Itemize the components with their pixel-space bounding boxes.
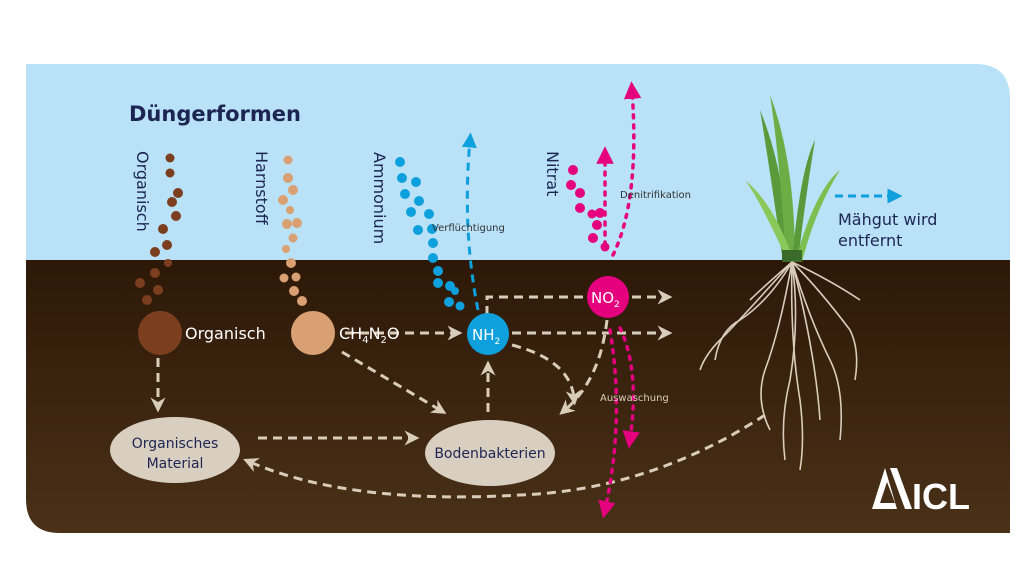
denitrification-label: Denitrifikation xyxy=(620,190,691,201)
grass-plant-icon xyxy=(699,95,861,471)
label-ammonium: Ammonium xyxy=(370,152,389,244)
label-nitrate: Nitrat xyxy=(543,151,562,196)
flow-arrows xyxy=(150,289,766,499)
organic-material-label-2: Material xyxy=(147,456,204,472)
urea-formula: CH4N2O xyxy=(339,324,400,346)
legend-line-2: entfernt xyxy=(838,231,902,250)
label-organic: Organisch xyxy=(133,151,152,232)
icl-logo-text: ICL xyxy=(912,476,970,517)
no2-node xyxy=(587,276,629,318)
organic-node-label: Organisch xyxy=(185,324,266,343)
leaching-label: Auswaschung xyxy=(600,393,669,404)
organic-material-label-1: Organisches xyxy=(132,436,219,452)
legend-line-1: Mähgut wird xyxy=(838,210,937,229)
nitrate-flows xyxy=(596,81,642,519)
soil-bacteria-label: Bodenbakterien xyxy=(434,446,545,462)
urea-node xyxy=(291,311,335,355)
label-urea: Harnstoff xyxy=(252,151,271,226)
organic-node xyxy=(138,311,182,355)
volatilization-label: Verflüchtigung xyxy=(432,223,505,234)
soil-area xyxy=(26,260,1010,533)
icl-logo: ICL xyxy=(872,468,970,517)
soil-bacteria-node xyxy=(425,420,555,486)
ammonium-granules xyxy=(395,157,465,311)
diagram-title: Düngerformen xyxy=(129,102,301,126)
nh2-label: NH2 xyxy=(472,326,500,347)
organic-granules xyxy=(135,153,183,305)
urea-granules xyxy=(278,155,307,306)
no2-label: NO2 xyxy=(591,289,620,310)
volatilization-arrow xyxy=(461,132,480,311)
nh2-node xyxy=(467,313,509,355)
nitrate-granules xyxy=(566,165,610,252)
sky-area xyxy=(26,64,1010,260)
organic-material-node xyxy=(110,417,240,483)
